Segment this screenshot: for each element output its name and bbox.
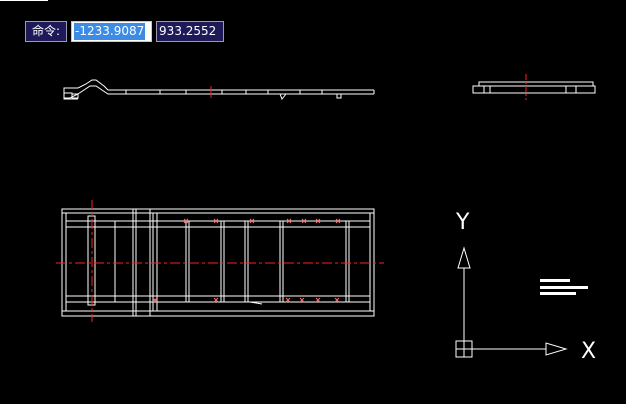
command-prompt-label: 命令: [25, 21, 68, 42]
bracket-detail [249, 301, 263, 305]
ucs-icon [455, 246, 568, 358]
hanger-bracket [279, 93, 287, 100]
mount-tab [336, 93, 342, 99]
end-view[interactable] [472, 74, 596, 100]
plan-view-frame[interactable] [56, 200, 384, 322]
cross-members [114, 209, 350, 316]
ucs-y-label: Y [455, 210, 470, 235]
x-coordinate-value: -1233.9087 [74, 23, 146, 40]
y-coordinate-input[interactable]: 933.2552 [156, 21, 225, 42]
side-elevation-view[interactable] [63, 79, 375, 100]
x-coordinate-input[interactable]: -1233.9087 [71, 21, 153, 42]
ucs-x-label: X [581, 339, 596, 364]
top-edge-line [0, 0, 48, 1]
title-block-text[interactable] [540, 279, 588, 295]
profile-holes [125, 90, 323, 94]
rivet-marks [152, 218, 341, 303]
dynamic-input-bar: 命令: -1233.9087 933.2552 [25, 21, 225, 42]
